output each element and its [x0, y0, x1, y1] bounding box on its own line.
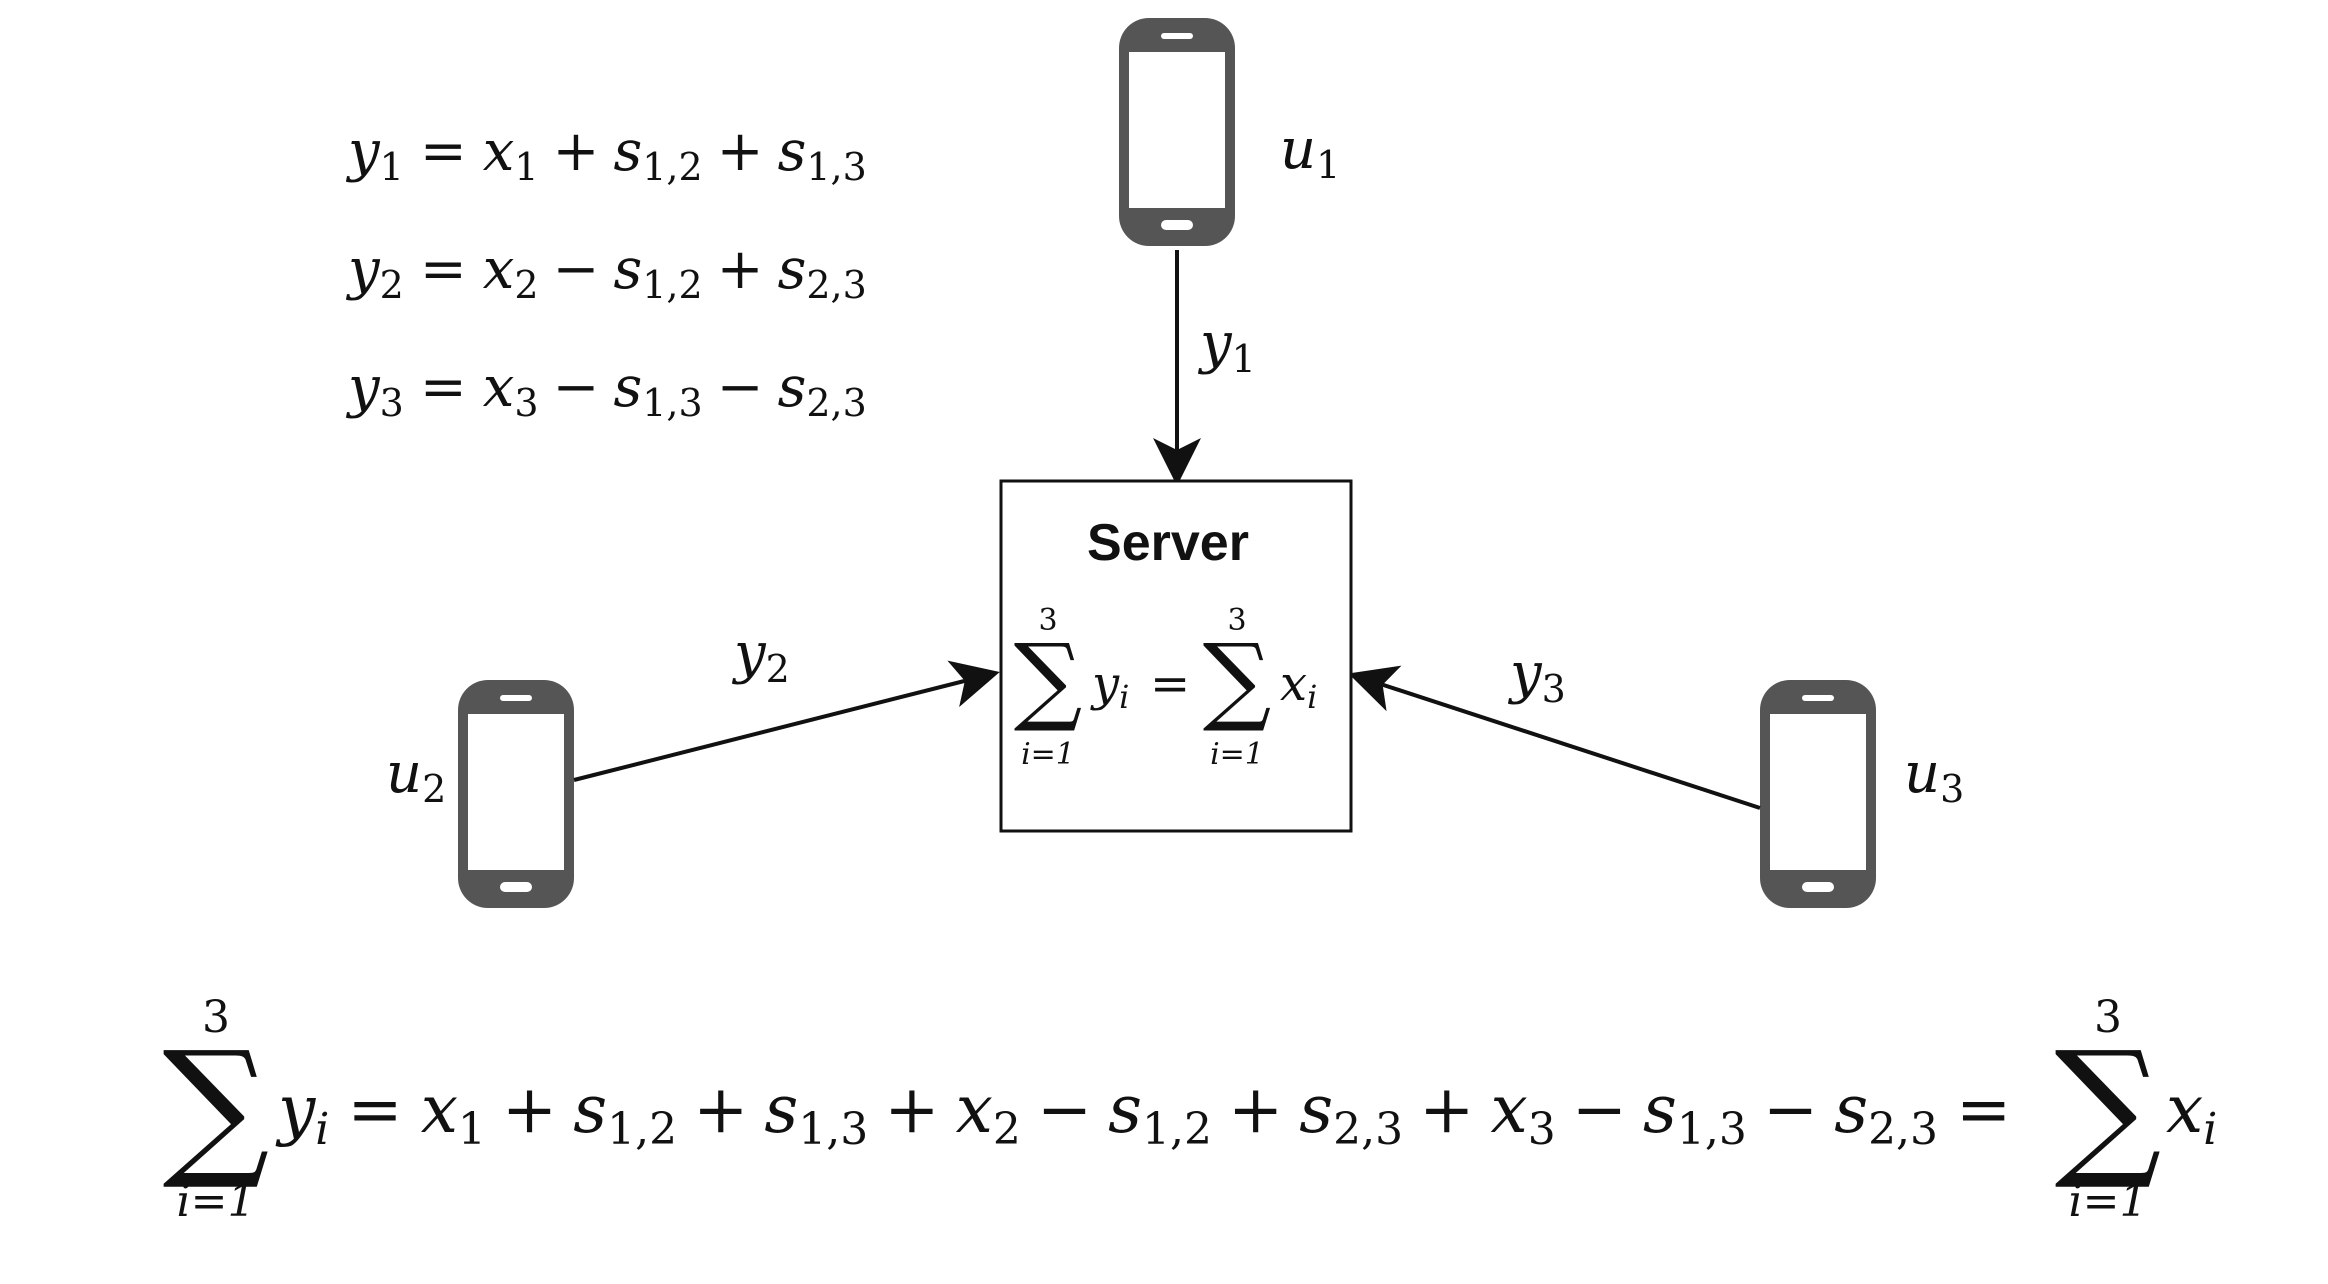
server-sigma-right: ∑ [1203, 623, 1272, 735]
user-label-u1: u1 [1280, 117, 1340, 187]
bottom-xi: xi [2166, 1071, 2217, 1155]
smartphone-icon [458, 680, 574, 908]
server-sum-lower-left: i=1 [1021, 737, 1075, 772]
server-sum-upper-left: 3 [1038, 603, 1057, 638]
server-yi: yi [1090, 656, 1129, 716]
bottom-sum-upper-right: 3 [2094, 992, 2122, 1043]
arrow-label-y3: y3 [1507, 641, 1566, 711]
server-box: Server 3 ∑ i=1 yi = 3 ∑ i=1 xi [999, 479, 1353, 833]
smartphone-icon [1760, 680, 1876, 908]
arrow-u3-to-server [1348, 665, 1761, 810]
bottom-sum-upper-left: 3 [202, 992, 230, 1043]
svg-text:y2=x2−s1,2+s2,3: y2=x2−s1,2+s2,3 [345, 237, 867, 307]
server-sum-upper-right: 3 [1227, 603, 1246, 638]
svg-text:y1=x1+s1,2+s1,3: y1=x1+s1,2+s1,3 [345, 119, 867, 189]
smartphone-icon [1119, 18, 1235, 246]
user-label-u2: u2 [386, 741, 446, 811]
bottom-sum-lower-left: i=1 [177, 1176, 256, 1227]
bottom-sigma-right: ∑ [2054, 1020, 2161, 1194]
svg-text:y3=x3−s1,3−s2,3: y3=x3−s1,3−s2,3 [345, 355, 867, 425]
server-equals: = [1150, 656, 1190, 712]
bottom-sum-lower-right: i=1 [2069, 1176, 2148, 1227]
bottom-sigma-left: ∑ [162, 1020, 269, 1194]
equation-y3: y3=x3−s1,3−s2,3 [345, 355, 867, 425]
arrow-label-y1: y1 [1197, 311, 1256, 381]
equation-y1: y1=x1+s1,2+s1,3 [345, 119, 867, 189]
server-xi: xi [1280, 656, 1317, 716]
equation-y2: y2=x2−s1,2+s2,3 [345, 237, 867, 307]
bottom-equation: 3 ∑ i=1 yi=x1+s1,2+s1,3+x2−s1,2+s2,3+x3−… [162, 992, 2217, 1227]
bottom-expression: yi=x1+s1,2+s1,3+x2−s1,2+s2,3+x3−s1,3−s2,… [275, 1071, 2011, 1155]
arrow-label-y2: y2 [731, 621, 790, 691]
user-label-u3: u3 [1904, 741, 1964, 811]
server-sigma-left: ∑ [1014, 623, 1083, 735]
server-sum-lower-right: i=1 [1210, 737, 1264, 772]
server-title: Server [1087, 514, 1249, 572]
arrow-u2-to-server [573, 660, 1000, 782]
